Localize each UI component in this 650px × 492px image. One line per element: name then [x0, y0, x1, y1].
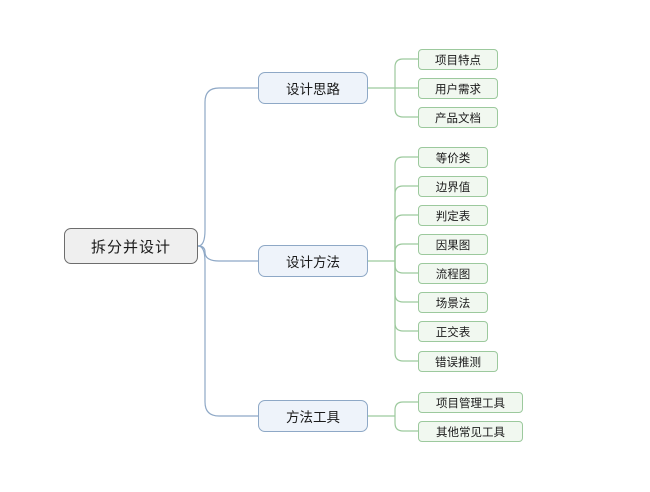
- leaf-node[interactable]: 场景法: [418, 292, 488, 313]
- leaf-node[interactable]: 正交表: [418, 321, 488, 342]
- leaf-node[interactable]: 因果图: [418, 234, 488, 255]
- leaf-node[interactable]: 其他常见工具: [418, 421, 523, 442]
- root-node[interactable]: 拆分并设计: [64, 228, 198, 264]
- leaf-node[interactable]: 用户需求: [418, 78, 498, 99]
- leaf-node[interactable]: 项目特点: [418, 49, 498, 70]
- leaf-node[interactable]: 项目管理工具: [418, 392, 523, 413]
- branch-node-design-methods[interactable]: 设计方法: [258, 245, 368, 277]
- leaf-node[interactable]: 错误推测: [418, 351, 498, 372]
- leaf-node[interactable]: 边界值: [418, 176, 488, 197]
- branch-node-design-approach[interactable]: 设计思路: [258, 72, 368, 104]
- leaf-node[interactable]: 等价类: [418, 147, 488, 168]
- branch-node-method-tools[interactable]: 方法工具: [258, 400, 368, 432]
- connector-root-branch-2: [197, 245, 258, 262]
- leaf-node[interactable]: 产品文档: [418, 107, 498, 128]
- leaf-node[interactable]: 流程图: [418, 263, 488, 284]
- connector-root-branch-1: [197, 87, 258, 247]
- connector-root-branch-3: [197, 245, 258, 417]
- leaf-node[interactable]: 判定表: [418, 205, 488, 226]
